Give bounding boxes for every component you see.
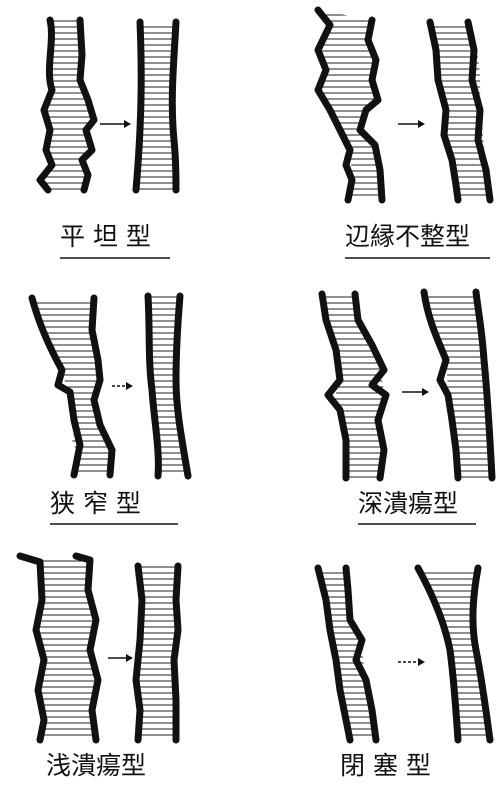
panel-irregular: 辺縁不整型	[318, 10, 490, 258]
arrow	[100, 120, 131, 128]
before-vessel	[40, 20, 94, 190]
before-vessel	[318, 568, 376, 740]
panel-shallow-ulcer: 浅潰瘍型	[20, 556, 179, 780]
label-irregular: 辺縁不整型	[345, 222, 470, 251]
after-vessel	[136, 22, 176, 190]
label-deep-ulcer: 深潰瘍型	[358, 489, 458, 518]
after-vessel	[148, 296, 188, 476]
panel-flat: 平 坦 型	[40, 20, 176, 258]
panel-occlusive: 閉 塞 型	[318, 568, 490, 780]
arrow	[402, 388, 429, 396]
label-shallow-ulcer: 浅潰瘍型	[46, 751, 146, 780]
before-vessel	[322, 294, 386, 478]
after-vessel	[424, 292, 492, 478]
panel-stenotic: 狭 窄 型	[32, 296, 188, 524]
arrow	[112, 382, 133, 390]
label-occlusive: 閉 塞 型	[340, 751, 431, 780]
arrow	[398, 658, 425, 666]
after-vessel	[418, 568, 490, 740]
arrow	[108, 654, 133, 662]
before-vessel	[20, 556, 98, 740]
after-vessel	[136, 566, 179, 740]
arrow	[398, 120, 425, 128]
panel-deep-ulcer: 深潰瘍型	[322, 292, 492, 524]
after-vessel	[430, 22, 490, 200]
label-stenotic: 狭 窄 型	[50, 489, 141, 518]
before-vessel	[318, 10, 382, 200]
before-vessel	[32, 298, 112, 475]
label-flat: 平 坦 型	[60, 222, 151, 251]
